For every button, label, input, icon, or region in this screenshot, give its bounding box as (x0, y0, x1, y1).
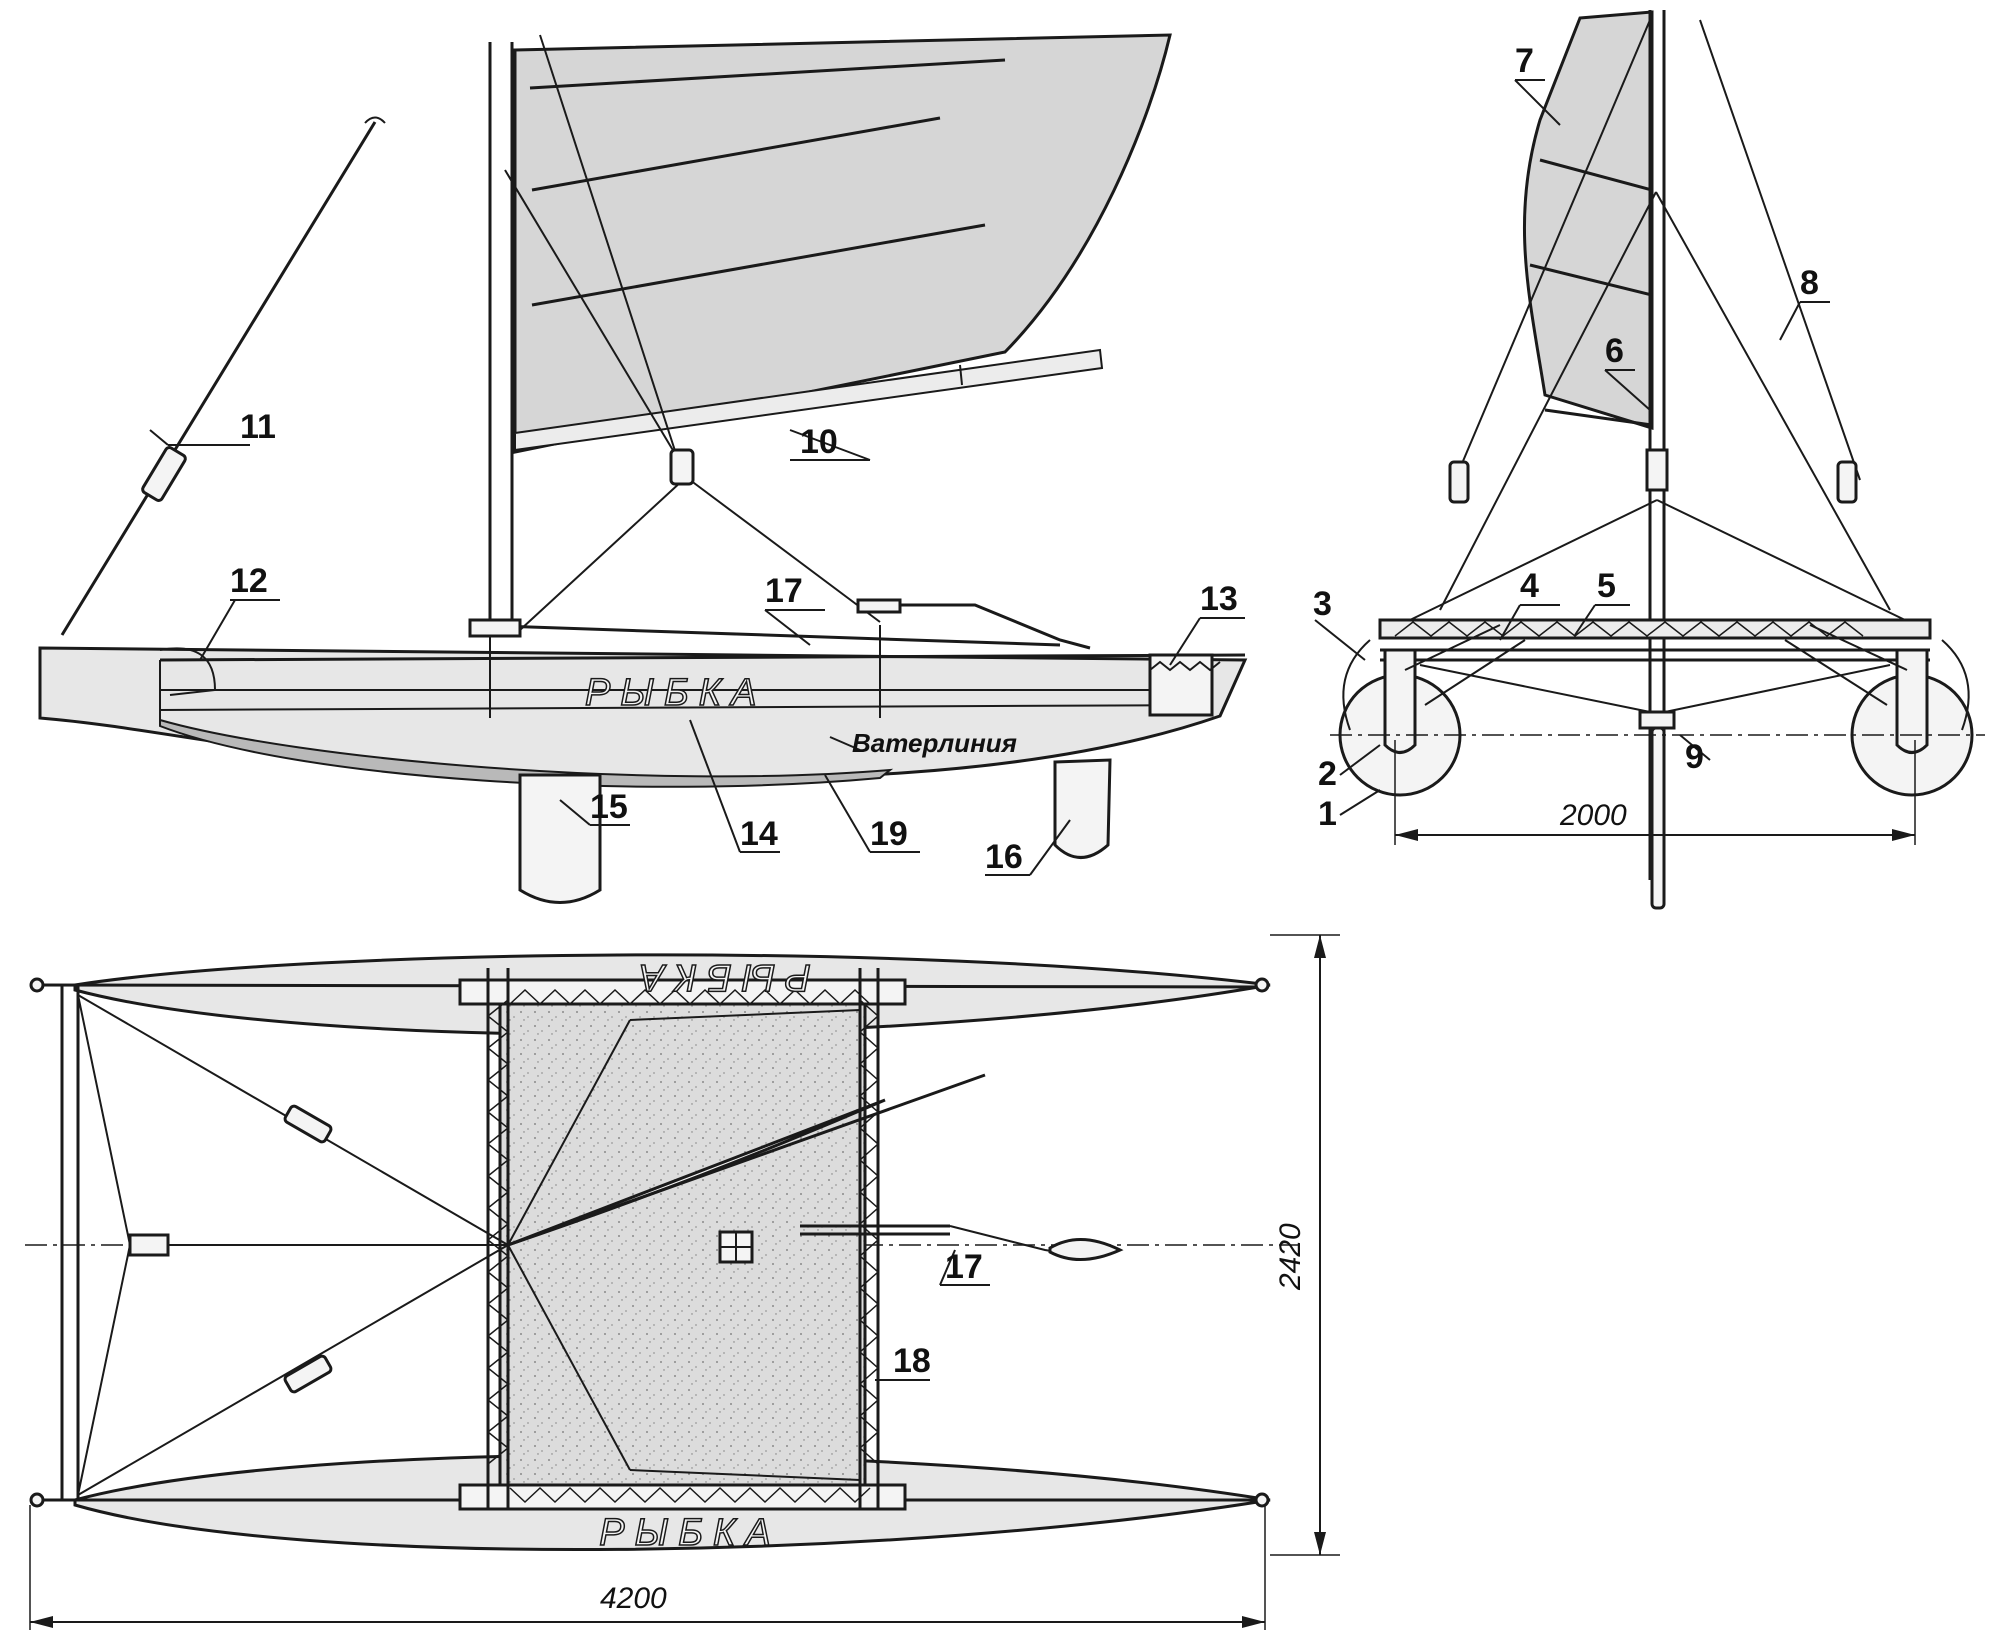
callout-16: 16 (985, 838, 1023, 876)
callout-2: 2 (1318, 755, 1337, 793)
callout-14: 14 (740, 815, 778, 853)
callout-15: 15 (590, 788, 628, 826)
side-hull-bottom (159, 718, 894, 788)
length-dimension: 4200 (600, 1582, 667, 1615)
plan-bottom-boat-name: РЫБКА (599, 1512, 781, 1554)
callout-8: 8 (1800, 264, 1819, 302)
waterline-label: Ватерлиния (852, 728, 1017, 758)
plan-top-boat-name: РЫБКА (629, 956, 811, 998)
callout-11: 11 (240, 408, 276, 446)
front-dimension: 2000 (1394, 740, 1916, 845)
plan-trampoline (498, 993, 867, 1487)
callout-18: 18 (893, 1342, 931, 1380)
side-boat-name: РЫБКА (585, 672, 767, 714)
front-right-float (1784, 624, 1974, 797)
plan-hatch (718, 1230, 754, 1264)
side-daggerboard (518, 773, 602, 904)
side-view: РЫБКА Ватерлиния (38, 33, 1248, 904)
side-mast (488, 42, 514, 625)
front-daggerboard (1650, 726, 1666, 910)
side-tiller (856, 598, 1091, 650)
callout-13: 13 (1200, 580, 1238, 618)
front-sail (1523, 10, 1654, 431)
front-sail-battens (1529, 158, 1653, 427)
callouts: 11 10 12 17 13 15 14 19 16 7 (149, 42, 1830, 1381)
callout-4: 4 (1520, 567, 1539, 605)
side-rigging (504, 34, 881, 631)
side-boom (514, 348, 1104, 452)
side-stern-detail (1148, 653, 1221, 717)
plan-rigging (77, 994, 861, 1496)
callout-17-side: 17 (765, 572, 803, 610)
callout-9: 9 (1685, 738, 1704, 776)
side-tiller-extension (60, 116, 386, 636)
callout-1: 1 (1318, 795, 1337, 833)
side-seat (159, 647, 217, 696)
callout-10: 10 (800, 423, 838, 461)
plan-tiller (800, 1224, 1124, 1262)
side-rudder (1053, 758, 1112, 859)
side-sail-battens (529, 58, 1006, 307)
plan-view: РЫБКА РЫБКА 2420 4200 (25, 934, 1340, 1630)
width-dimension: 2420 (1274, 1223, 1307, 1291)
front-view: 2000 (1330, 10, 1985, 910)
side-frame (159, 618, 1246, 718)
front-crossbeam (1378, 618, 1932, 730)
plan-width-dimension: 2420 (1270, 934, 1340, 1556)
callout-19: 19 (870, 815, 908, 853)
callout-7: 7 (1515, 42, 1534, 80)
callout-3: 3 (1313, 585, 1332, 623)
side-sail (513, 33, 1172, 454)
callout-17-plan: 17 (945, 1248, 983, 1286)
callout-5: 5 (1597, 567, 1616, 605)
front-shrouds (1409, 19, 1906, 621)
callout-12: 12 (230, 562, 268, 600)
callout-6: 6 (1605, 332, 1624, 370)
beam-dimension: 2000 (1559, 799, 1627, 832)
plan-length-dimension: 4200 (29, 1505, 1266, 1630)
